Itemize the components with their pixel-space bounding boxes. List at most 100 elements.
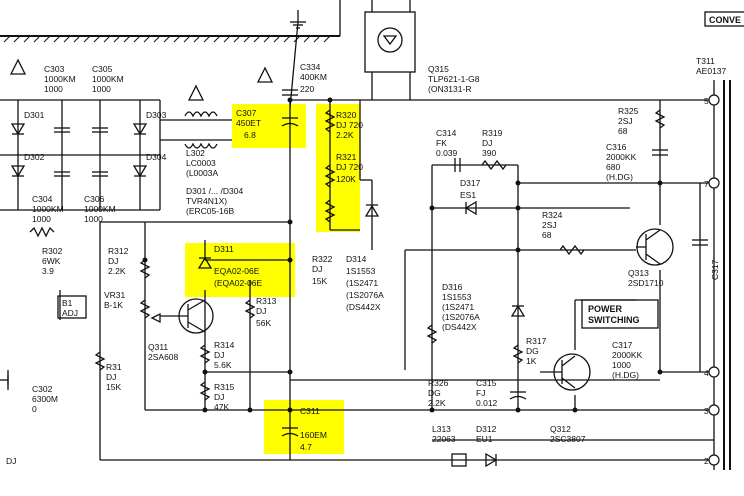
label-q315-v1: TLP621-1-G8 — [428, 74, 480, 84]
label-r319-v1: DJ — [482, 138, 492, 148]
label-r31-v1: DJ — [106, 372, 116, 382]
label-r315-v1: DJ — [214, 392, 224, 402]
label-d301-304-v1: TVR4N1X) — [186, 196, 227, 206]
pin-2: 2 — [704, 456, 709, 466]
label-r325: R325 — [618, 106, 639, 116]
label-d314-v3: (1S2076A — [346, 290, 384, 300]
resistor-r302-icon — [29, 226, 55, 238]
optocoupler-q315-icon — [377, 27, 403, 53]
label-c317-v1: 2000KK — [612, 350, 643, 360]
label-r31-v2: 15K — [106, 382, 121, 392]
label-r319: R319 — [482, 128, 503, 138]
t311-pins — [708, 94, 720, 466]
resistor-r320-icon — [324, 109, 336, 133]
label-d302: D302 — [24, 152, 45, 162]
component-symbols — [7, 27, 708, 468]
label-d312-v1: EU1 — [476, 434, 493, 444]
label-r315-v2: 47K — [214, 402, 229, 412]
label-l302: L302 — [186, 148, 205, 158]
top-right-label: CONVE — [709, 15, 741, 25]
transformer-l302-icon — [184, 111, 218, 149]
label-vr31: VR31 — [104, 290, 126, 300]
label-d316-v4: (DS442X — [442, 322, 477, 332]
label-c305: C305 — [92, 64, 113, 74]
label-c316-v3: (H.DG) — [606, 172, 633, 182]
pin-3: 3 — [704, 406, 709, 416]
junction-dots — [142, 97, 663, 413]
label-d314-v2: (1S2471 — [346, 278, 378, 288]
label-c303-v2: 1000 — [44, 84, 63, 94]
label-q312: Q312 — [550, 424, 571, 434]
label-c304-v1: 1000KM — [32, 204, 64, 214]
label-c317-vertical: C317 — [710, 259, 720, 280]
label-r320: R320 — [336, 110, 357, 120]
label-q315-v2: (ON3131-R — [428, 84, 471, 94]
label-c306-v2: 1000 — [84, 214, 103, 224]
label-q311: Q311 — [148, 342, 168, 352]
label-d311-v2: (EQA02-06E — [214, 278, 263, 288]
label-r321: R321 — [336, 152, 357, 162]
highlight-c307 — [232, 104, 306, 148]
resistor-r321-icon — [324, 164, 336, 188]
label-d301: D301 — [24, 110, 45, 120]
label-c302-v1: 6300M — [32, 394, 58, 404]
label-q311-v1: 2SA608 — [148, 352, 179, 362]
label-switching: SWITCHING — [588, 315, 640, 325]
label-c317: C317 — [612, 340, 633, 350]
label-q313-v1: 2SD1710 — [628, 278, 664, 288]
label-d316: D316 — [442, 282, 463, 292]
label-r314-v1: DJ — [214, 350, 224, 360]
label-c316-v1: 2000KK — [606, 152, 637, 162]
label-r322-v2: 15K — [312, 276, 327, 286]
label-q315: Q315 — [428, 64, 449, 74]
label-c305-v1: 1000KM — [92, 74, 124, 84]
pin-7: 7 — [704, 179, 709, 189]
diode-d302-icon — [10, 165, 26, 178]
label-c307: C307 — [236, 108, 257, 118]
caution-icon — [187, 84, 205, 101]
diode-d304-icon — [132, 165, 148, 178]
wiring — [0, 0, 731, 470]
label-r322: R322 — [312, 254, 333, 264]
label-b1: B1 — [62, 298, 73, 308]
label-power: POWER — [588, 304, 623, 314]
label-r302-v1: 6WK — [42, 256, 61, 266]
label-c314-v2: 0.039 — [436, 148, 458, 158]
label-c302-v2: 0 — [32, 404, 37, 414]
label-c314: C314 — [436, 128, 457, 138]
label-c307-v1: 450ET — [236, 118, 261, 128]
label-c306: C306 — [84, 194, 105, 204]
label-r320-v1: DJ 720 — [336, 120, 363, 130]
label-t311: T311 — [696, 56, 715, 66]
label-c302: C302 — [32, 384, 53, 394]
label-c304: C304 — [32, 194, 53, 204]
label-l313: L313 — [432, 424, 451, 434]
pin-4: 4 — [704, 368, 709, 378]
label-d316-v1: 1S1553 — [442, 292, 472, 302]
label-r322-v1: DJ — [312, 264, 322, 274]
caution-icon — [256, 66, 274, 83]
label-c311-v1: 160EM — [300, 430, 327, 440]
label-c303: C303 — [44, 64, 65, 74]
label-d316-v3: (1S2076A — [442, 312, 480, 322]
label-d314-v1: 1S1553 — [346, 266, 376, 276]
label-c304-v2: 1000 — [32, 214, 51, 224]
zener-d311-icon — [197, 256, 213, 269]
label-d311-v1: EQA02-06E — [214, 266, 260, 276]
label-r326-v2: 2.2K — [428, 398, 446, 408]
pin-5: 5 — [704, 96, 709, 106]
conve-box — [704, 11, 744, 27]
label-r313: R313 — [256, 296, 277, 306]
label-q313: Q313 — [628, 268, 649, 278]
label-r325-v1: 2SJ — [618, 116, 633, 126]
label-c317-v2: 1000 — [612, 360, 631, 370]
label-r314-v2: 5.6K — [214, 360, 232, 370]
diode-d301-icon — [10, 123, 26, 136]
label-r31: R31 — [106, 362, 122, 372]
caution-icon — [9, 58, 27, 75]
label-d314: D314 — [346, 254, 367, 264]
label-r317: R317 — [526, 336, 547, 346]
label-d312: D312 — [476, 424, 497, 434]
label-c315: C315 — [476, 378, 497, 388]
